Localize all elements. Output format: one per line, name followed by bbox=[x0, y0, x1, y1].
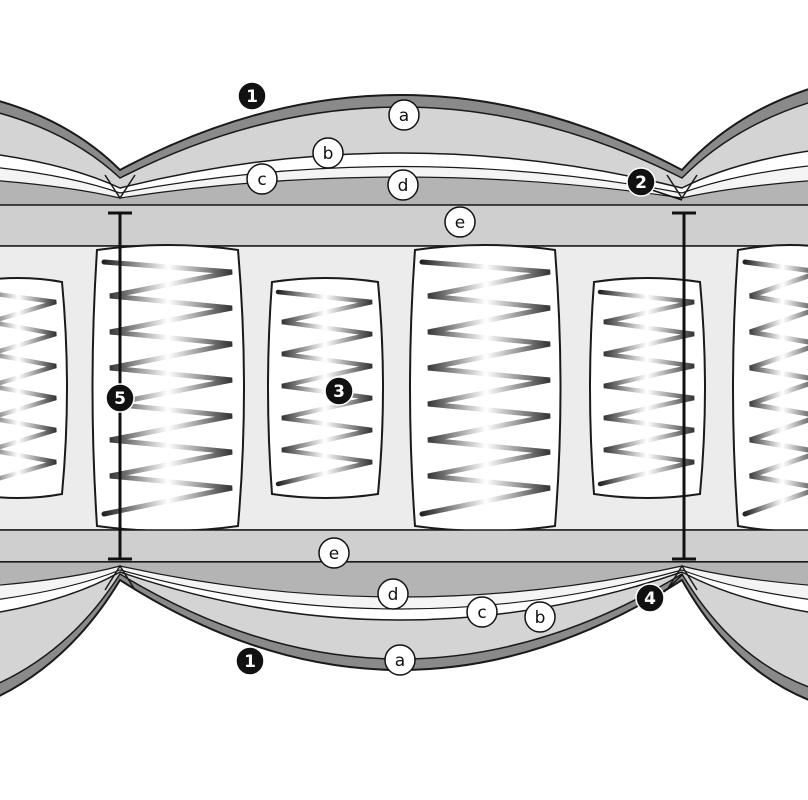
top-tuft-right bbox=[666, 174, 698, 200]
callout-letter-b-top: b bbox=[312, 137, 344, 169]
coil-spring bbox=[742, 259, 808, 517]
callout-letter-a-top: a bbox=[388, 99, 420, 131]
callout-letter-label: a bbox=[395, 651, 405, 671]
callout-number-4: 4 bbox=[635, 583, 665, 613]
coil-spring bbox=[597, 289, 695, 487]
callout-letter-label: b bbox=[323, 144, 334, 164]
callout-number-label: 4 bbox=[644, 589, 656, 609]
callout-letter-c-top: c bbox=[246, 163, 278, 195]
coil-spring bbox=[419, 259, 551, 517]
callout-letter-label: a bbox=[399, 106, 409, 126]
callout-letter-d-top: d bbox=[387, 169, 419, 201]
callout-2-leader bbox=[651, 189, 683, 201]
callout-letter-label: c bbox=[257, 170, 266, 190]
callout-letter-a-bottom: a bbox=[384, 644, 416, 676]
callout-letter-label: d bbox=[398, 176, 409, 196]
callout-number-label: 1 bbox=[246, 87, 258, 107]
callout-letter-label: e bbox=[329, 544, 339, 564]
coil-spring bbox=[275, 289, 373, 487]
callout-letter-label: c bbox=[477, 603, 486, 623]
callout-number-label: 5 bbox=[114, 389, 126, 409]
callout-number-3: 3 bbox=[324, 376, 354, 406]
callout-number-5: 5 bbox=[105, 383, 135, 413]
callout-letter-label: b bbox=[535, 608, 546, 628]
callout-number-label: 3 bbox=[333, 382, 345, 402]
bottom-tuft-right bbox=[666, 564, 698, 591]
callout-letter-c-bottom: c bbox=[466, 596, 498, 628]
callout-number-label: 1 bbox=[244, 652, 256, 672]
top-tuft-left bbox=[104, 174, 136, 200]
springs bbox=[0, 259, 808, 517]
callout-letter-label: e bbox=[455, 213, 465, 233]
callout-number-2: 2 bbox=[626, 167, 656, 197]
callout-number-1-top: 1 bbox=[237, 81, 267, 111]
callout-number-1-bottom: 1 bbox=[235, 646, 265, 676]
callout-letter-b-bottom: b bbox=[524, 601, 556, 633]
bottom-layer-d bbox=[0, 561, 808, 598]
callout-letter-d-bottom: d bbox=[377, 578, 409, 610]
callout-letter-label: d bbox=[388, 585, 399, 605]
callout-letter-e-top: e bbox=[444, 206, 476, 238]
coil-spring bbox=[101, 259, 233, 517]
callout-letter-e-bottom: e bbox=[318, 537, 350, 569]
callout-4-leader bbox=[663, 574, 683, 593]
bottom-tuft-left bbox=[104, 564, 136, 591]
callout-number-label: 2 bbox=[635, 173, 647, 193]
